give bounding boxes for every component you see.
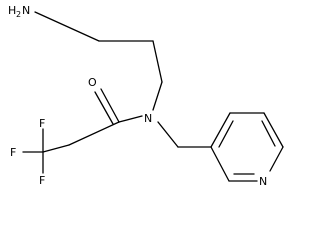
amine-n-label: N [22,4,30,17]
amine-h-label: H [8,4,16,17]
bond-ch2-cf3 [42,144,70,153]
ring-bond-6 [210,146,230,182]
bond-carbonyl-c-ch2 [68,121,120,146]
fluorine-bottom-label: F [39,174,45,187]
molecule-diagram: H 2 N O N F F F N [8,4,284,188]
bond-carbonyl-c-o-2 [94,91,114,125]
bond-nh2-c1 [34,11,100,42]
ring-double-bond-1 [218,120,234,148]
fluorine-top-label: F [39,117,45,130]
ring-bond-4 [269,146,284,172]
fluorine-left-label: F [10,146,16,159]
structure-drawing: H 2 N O N F F F N [8,4,284,188]
bond-carbonyl-c-o-1 [100,88,120,123]
ring-bond-1 [210,112,231,148]
amide-n-label: N [144,112,152,125]
bond-amide-n-carbonyl-c [118,115,143,123]
bond-c3-amide-n [152,81,163,111]
ring-double-bond-2 [261,120,276,147]
pyridine-n-label: N [259,175,267,188]
bond-c2-c3 [152,40,163,83]
bond-amide-n-ch2 [157,121,179,148]
carbonyl-o-label: O [88,76,97,89]
amine-h-count-label: 2 [16,10,21,19]
ring-bond-3 [263,112,284,148]
